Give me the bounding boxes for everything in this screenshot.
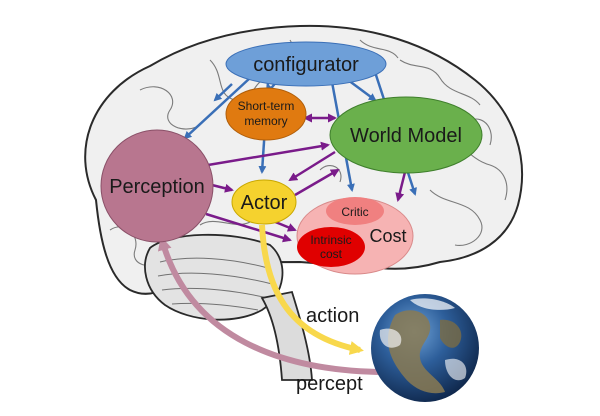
- configurator-label: configurator: [253, 54, 359, 76]
- intrinsic-cost-label-line1: Intrinsic: [310, 233, 351, 247]
- critic-node: Critic: [326, 197, 384, 225]
- intrinsic-cost-label-line2: cost: [320, 247, 343, 261]
- earth-globe: [371, 294, 479, 402]
- percept-arrow: [157, 236, 379, 375]
- actor-label: Actor: [241, 192, 288, 214]
- action-label: action: [306, 305, 359, 327]
- world-model-node: World Model: [329, 96, 483, 174]
- world-model-label: World Model: [350, 125, 462, 147]
- action-arrow: [259, 224, 364, 355]
- internal-arrows: [205, 113, 407, 243]
- intrinsic-cost-node: Intrinsic cost: [297, 227, 365, 267]
- perception-node: Perception: [100, 129, 214, 243]
- actor-node: Actor: [231, 179, 297, 225]
- short-term-memory-label-line2: memory: [244, 114, 287, 128]
- cost-node: Cost Critic Intrinsic cost: [296, 197, 414, 275]
- configurator-node: configurator: [225, 41, 387, 87]
- short-term-memory-label-line1: Short-term: [238, 99, 295, 113]
- percept-label: percept: [296, 373, 363, 395]
- cost-label: Cost: [369, 226, 406, 246]
- short-term-memory-node: Short-term memory: [225, 87, 307, 141]
- critic-label: Critic: [341, 205, 368, 219]
- perception-label: Perception: [109, 176, 205, 198]
